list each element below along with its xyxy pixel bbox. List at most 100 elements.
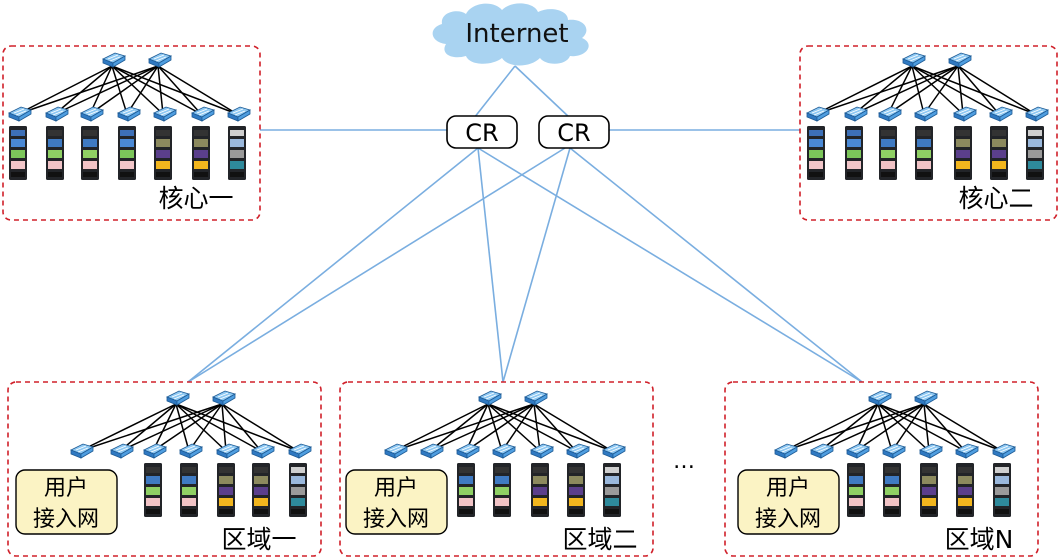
mesh-link [111,65,238,115]
mesh-link [533,403,577,452]
access-switch-icon [602,443,626,459]
access-switch-icon [110,443,134,459]
mesh-link [126,65,159,115]
access-switch-icon [810,443,834,459]
mesh-link [152,403,177,452]
mesh-link [89,65,113,115]
mesh-link [221,403,262,452]
core-1-switch-mesh [17,65,238,115]
server-rack-icon [531,463,549,517]
access-switch-icon [492,443,516,459]
mesh-link [111,65,128,115]
access-switch-icon [882,443,906,459]
server-rack-icon [118,126,136,180]
server-rack-icon [192,126,210,180]
mesh-link [175,403,190,452]
server-rack-icon [567,463,585,517]
mesh-link [887,65,913,115]
core-router-1-label: CR [465,119,498,147]
mesh-link [157,65,164,115]
region-2-switch-mesh [393,403,613,452]
access-switch-icon [992,443,1016,459]
mesh-link [887,65,959,115]
aggregation-switch-icon [948,52,972,68]
mesh-link [157,65,202,115]
region-1-switch-mesh [79,403,299,452]
mesh-link [119,403,223,452]
mesh-link [855,403,925,452]
server-rack-icon [915,126,933,180]
access-switch-icon [80,106,104,122]
server-rack-icon [289,463,307,517]
mesh-link [54,65,113,115]
group-core-2: 核心二 [799,45,1058,221]
access-switch-icon [989,106,1013,122]
mesh-link [819,403,879,452]
mesh-link [819,403,925,452]
region-n-switch-mesh [783,403,1003,452]
mesh-link [89,65,159,115]
mesh-link [853,65,913,115]
mesh-link [152,403,223,452]
access-switch-icon [806,106,830,122]
access-switch-icon [846,443,870,459]
server-rack-icon [920,463,938,517]
aggregation-switch-icon [166,390,190,406]
access-switch-icon [384,443,408,459]
core-router-2-label: CR [557,119,590,147]
mesh-link [465,403,489,452]
mesh-link [533,403,541,452]
mesh-link [188,403,223,452]
mesh-link [54,65,159,115]
group-region-n-label: 区域N [945,525,1014,554]
server-rack-icon [883,463,901,517]
link-cr2-region2 [502,147,571,383]
mesh-link [783,403,879,452]
access-network-label-line1: 用户 [44,476,88,501]
server-rack-icon [990,126,1008,180]
access-switch-icon [251,443,275,459]
aggregation-switch-icon [212,390,236,406]
access-switch-icon [117,106,141,122]
access-network-label-line2: 接入网 [363,507,429,532]
mesh-link [465,403,535,452]
link-internet-cr1 [473,65,516,119]
access-network-label-line2: 接入网 [33,507,99,532]
aggregation-switch-icon [102,52,126,68]
group-core-2-label: 核心二 [958,184,1033,213]
mesh-link [119,403,177,452]
mesh-link [911,65,925,115]
access-switch-icon [45,106,69,122]
mesh-link [855,403,879,452]
mesh-link [957,65,1036,115]
aggregation-switch-icon [148,52,172,68]
aggregation-switch-icon [524,390,548,406]
access-switch-icon [288,443,312,459]
mesh-link [175,403,262,452]
mesh-link [533,403,613,452]
mesh-link [783,403,925,452]
mesh-link [221,403,299,452]
access-switch-icon [143,443,167,459]
mesh-link [911,65,964,115]
aggregation-switch-icon [478,390,502,406]
access-network-label-line1: 用户 [374,476,418,501]
uplinks [187,65,863,383]
internet-cloud: Internet [432,3,589,66]
mesh-link [877,403,930,452]
server-rack-icon [252,463,270,517]
server-rack-icon [879,126,897,180]
access-switch-icon [1025,106,1049,122]
mesh-link [393,403,489,452]
server-rack-icon [154,126,172,180]
access-switch-icon [227,106,251,122]
server-rack-icon [847,463,865,517]
server-rack-icon [46,126,64,180]
group-core-1: 核心一 [2,45,261,221]
link-cr1-region2 [477,147,504,383]
